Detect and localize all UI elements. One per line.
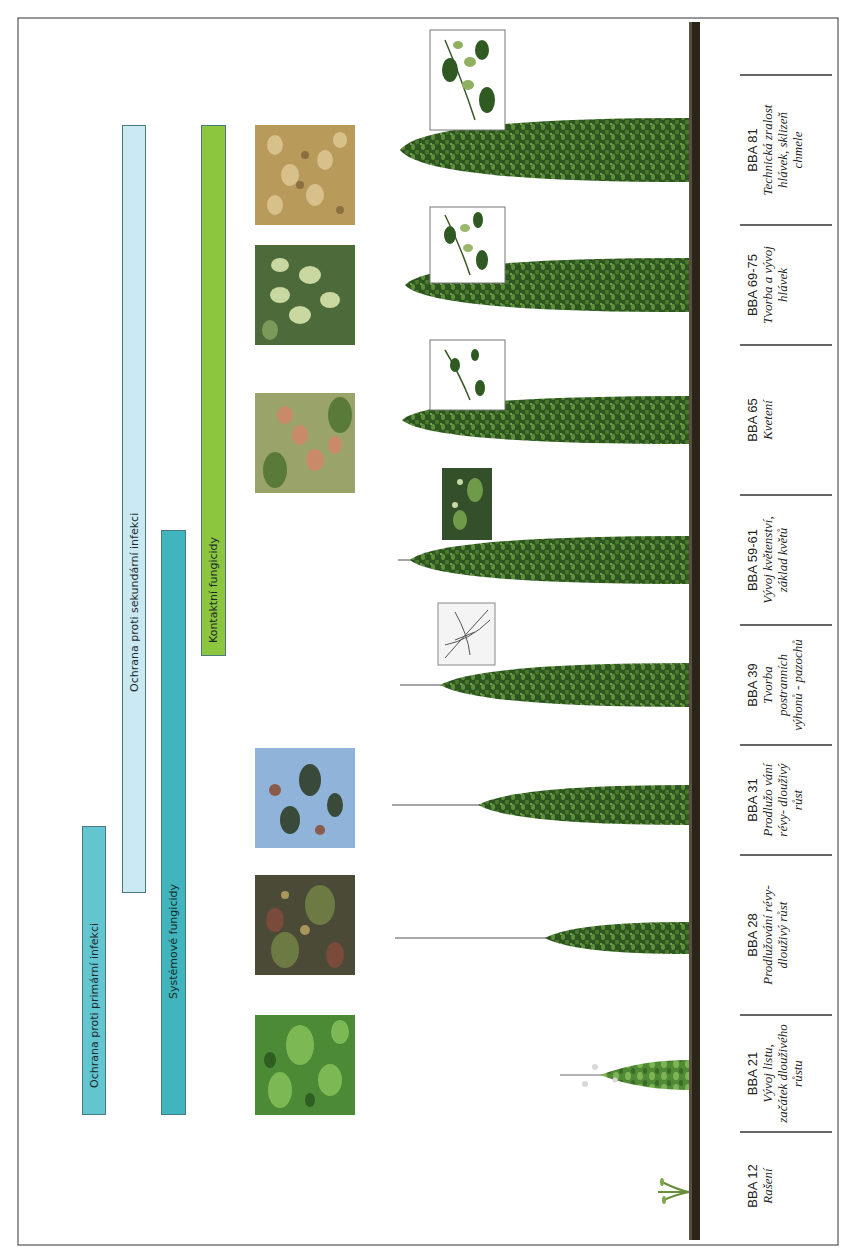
stage-description: Rašení xyxy=(761,1168,776,1203)
stage-description: Tvorba postranních výhonů - pazochů xyxy=(761,635,806,735)
stage-description: Kvetení xyxy=(761,400,776,440)
stage-code: BBA 39 xyxy=(746,663,761,706)
stage-cell: BBA 59-61Vývoj květenství, základ květů xyxy=(742,497,834,623)
stage-description: Prodlužování révy-dlouživý růst xyxy=(761,885,791,985)
stage-description: Vývoj listu, začátek dlouživého růstu xyxy=(761,1024,806,1124)
stage-cell: BBA 65Kvetení xyxy=(742,347,834,493)
stage-description: Technická zralost hlávek, sklizeň chmele xyxy=(761,100,806,200)
treatment-bar: Kontaktní fungicidy xyxy=(201,125,226,656)
stage-code: BBA 81 xyxy=(746,128,761,171)
stage-cell: BBA 69-75Tvorba a vývoj hlávek xyxy=(742,227,834,343)
stage-cell: BBA 39Tvorba postranních výhonů - pazoch… xyxy=(742,627,834,743)
stage-code: BBA 28 xyxy=(746,913,761,956)
treatment-bar: Systémové fungicidy xyxy=(161,530,186,1115)
stage-description: Prodlužo vání révy- dlouživý růst xyxy=(761,753,806,847)
stage-code: BBA 31 xyxy=(746,778,761,821)
bar-label: Kontaktní fungicidy xyxy=(208,537,219,643)
stage-cell: BBA 21Vývoj listu, začátek dlouživého rů… xyxy=(742,1017,834,1130)
stage-description: Vývoj květenství, základ květů xyxy=(761,510,791,610)
stage-description: Tvorba a vývoj hlávek xyxy=(761,235,791,335)
stage-cell: BBA 28Prodlužování révy-dlouživý růst xyxy=(742,857,834,1013)
bar-label: Ochrana proti sekundární infekci xyxy=(129,513,140,692)
stage-code: BBA 21 xyxy=(746,1052,761,1095)
stage-cell: BBA 31Prodlužo vání révy- dlouživý růst xyxy=(742,747,834,853)
stage-code: BBA 69-75 xyxy=(746,254,761,316)
bar-label: Ochrana proti primární infekci xyxy=(89,923,100,1088)
stage-code: BBA 65 xyxy=(746,398,761,441)
stage-code: BBA 12 xyxy=(746,1164,761,1207)
treatment-bar: Ochrana proti primární infekci xyxy=(82,826,106,1115)
stage-cell: BBA 12Rašení xyxy=(742,1134,834,1238)
treatment-bar: Ochrana proti sekundární infekci xyxy=(122,125,146,893)
stage-code: BBA 59-61 xyxy=(746,529,761,591)
stage-cell: BBA 81Technická zralost hlávek, sklizeň … xyxy=(742,77,834,223)
bar-label: Systémové fungicidy xyxy=(168,884,179,999)
